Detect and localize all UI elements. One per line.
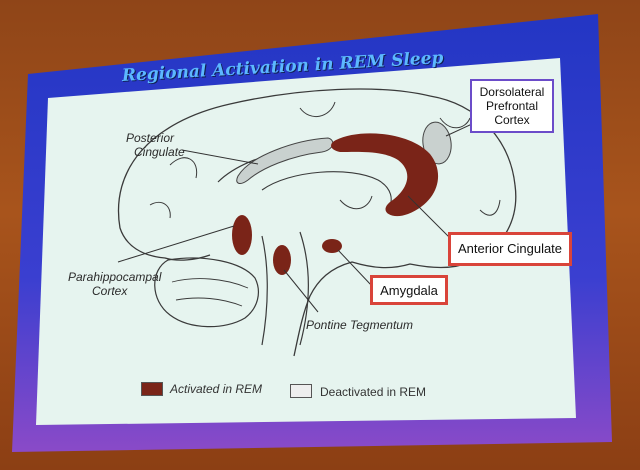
leader-pontine xyxy=(283,269,319,313)
label-amygdala: Amygdala xyxy=(370,275,448,305)
leader-anterior-cingulate xyxy=(407,195,453,241)
dorsolateral-prefrontal-region xyxy=(422,121,452,165)
legend-activated-label: Activated in REM xyxy=(170,382,263,396)
legend-deactivated-label: Deactivated in REM xyxy=(320,385,427,399)
anterior-cingulate-region xyxy=(331,133,439,217)
gyri-lines xyxy=(149,101,501,219)
label-pontine-tegmentum: Pontine Tegmentum xyxy=(306,318,413,332)
inner-arc xyxy=(261,171,392,211)
posterior-cingulate-region xyxy=(236,137,334,184)
amygdala-region xyxy=(322,239,342,253)
brainstem xyxy=(261,231,309,346)
pontine-tegmentum-region xyxy=(273,245,291,275)
label-posterior-cingulate-line1: Posterior xyxy=(126,131,175,145)
parahippocampal-region xyxy=(232,215,252,255)
label-dorsolateral-prefrontal: Dorsolateral Prefrontal Cortex xyxy=(470,79,554,133)
cerebellum xyxy=(154,257,259,328)
label-posterior-cingulate: Posterior Cingulate xyxy=(126,131,185,159)
label-parahippocampal-line1: Parahippocampal xyxy=(68,270,162,284)
label-parahippocampal: Parahippocampal Cortex xyxy=(68,270,161,298)
label-dorsolateral-line3: Cortex xyxy=(494,113,530,127)
label-dorsolateral-line2: Prefrontal xyxy=(485,99,539,113)
legend-activated-swatch xyxy=(141,382,163,396)
leader-dorsolateral xyxy=(445,123,473,137)
leader-posterior-cingulate xyxy=(181,149,259,165)
label-parahippocampal-line2: Cortex xyxy=(92,284,128,298)
label-anterior-cingulate: Anterior Cingulate xyxy=(448,232,572,266)
label-dorsolateral-line1: Dorsolateral xyxy=(479,85,545,99)
cerebellum-folds xyxy=(171,278,249,307)
label-posterior-cingulate-line2: Cingulate xyxy=(134,145,185,159)
leader-amygdala xyxy=(337,249,373,287)
leader-parahippocampal xyxy=(117,225,235,263)
legend-deactivated-swatch xyxy=(290,384,312,398)
